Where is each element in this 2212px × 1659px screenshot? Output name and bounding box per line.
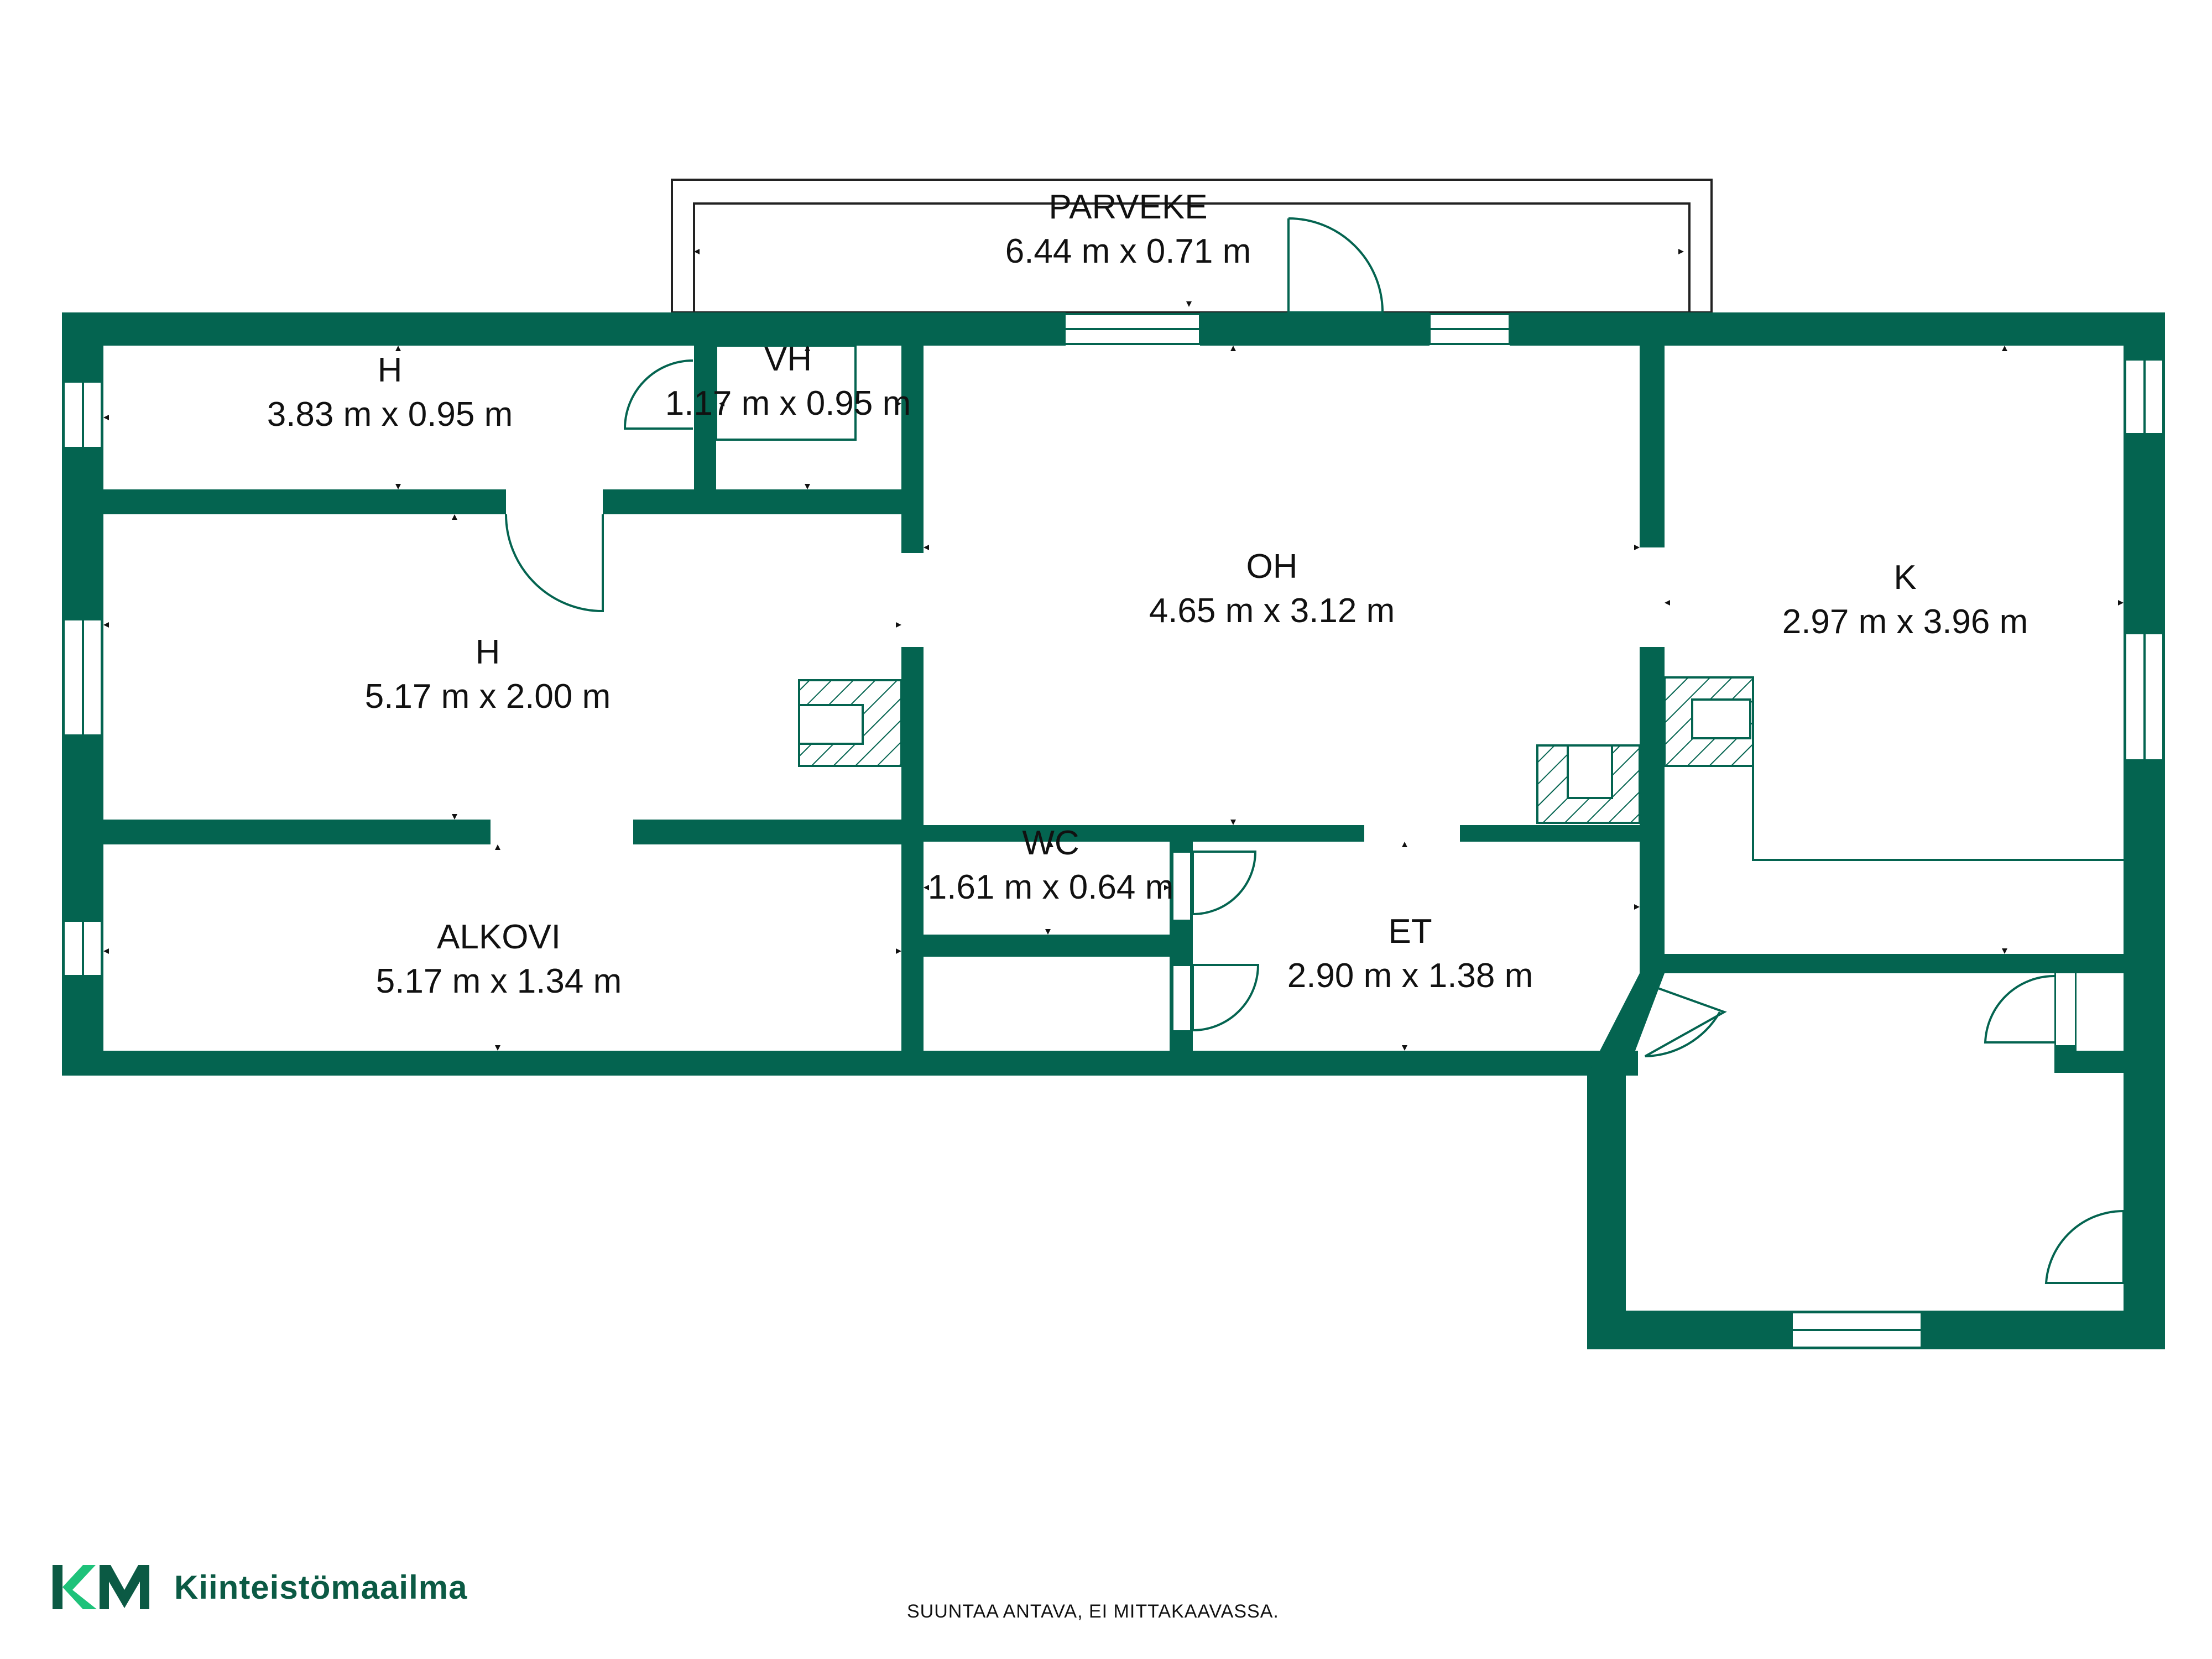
room-name-alkovi: ALKOVI [437, 918, 561, 956]
window-icon [62, 313, 2164, 1349]
scale-disclaimer: SUUNTAA ANTAVA, EI MITTAKAAVASSA. [907, 1601, 1279, 1622]
fireplace-icon [798, 676, 1754, 824]
room-name-vh: VH [764, 340, 812, 378]
door-openings [491, 489, 2075, 1045]
room-size-et: 2.90 m x 1.38 m [1287, 957, 1533, 995]
room-name-h-small: H [378, 351, 403, 389]
door-swing-icon [505, 217, 2125, 1284]
dimension-arrow-icon [103, 249, 2124, 1051]
room-name-parveke: PARVEKE [1048, 188, 1207, 226]
room-size-wc: 1.61 m x 0.64 m [928, 868, 1174, 906]
vh-closet-outline [715, 345, 857, 441]
room-size-k: 2.97 m x 3.96 m [1782, 603, 2028, 641]
walls [62, 312, 2165, 1349]
brand: KM Kiinteistömaailma [53, 1559, 468, 1615]
room-size-vh: 1.17 m x 0.95 m [665, 384, 911, 422]
room-size-oh: 4.65 m x 3.12 m [1149, 592, 1395, 630]
room-size-alkovi: 5.17 m x 1.34 m [376, 962, 622, 1000]
room-name-wc: WC [1022, 824, 1079, 862]
room-name-k: K [1893, 559, 1916, 597]
km-logo-icon: KM [53, 1565, 149, 1609]
room-size-parveke: 6.44 m x 0.71 m [1005, 232, 1251, 270]
kitchen-counter [1752, 766, 2124, 861]
room-size-h-large: 5.17 m x 2.00 m [365, 677, 611, 716]
room-name-oh: OH [1246, 547, 1298, 586]
brand-name: Kiinteistömaailma [174, 1568, 468, 1606]
room-size-h-small: 3.83 m x 0.95 m [267, 395, 513, 434]
room-name-h-large: H [476, 633, 500, 671]
room-name-et: ET [1388, 912, 1432, 951]
